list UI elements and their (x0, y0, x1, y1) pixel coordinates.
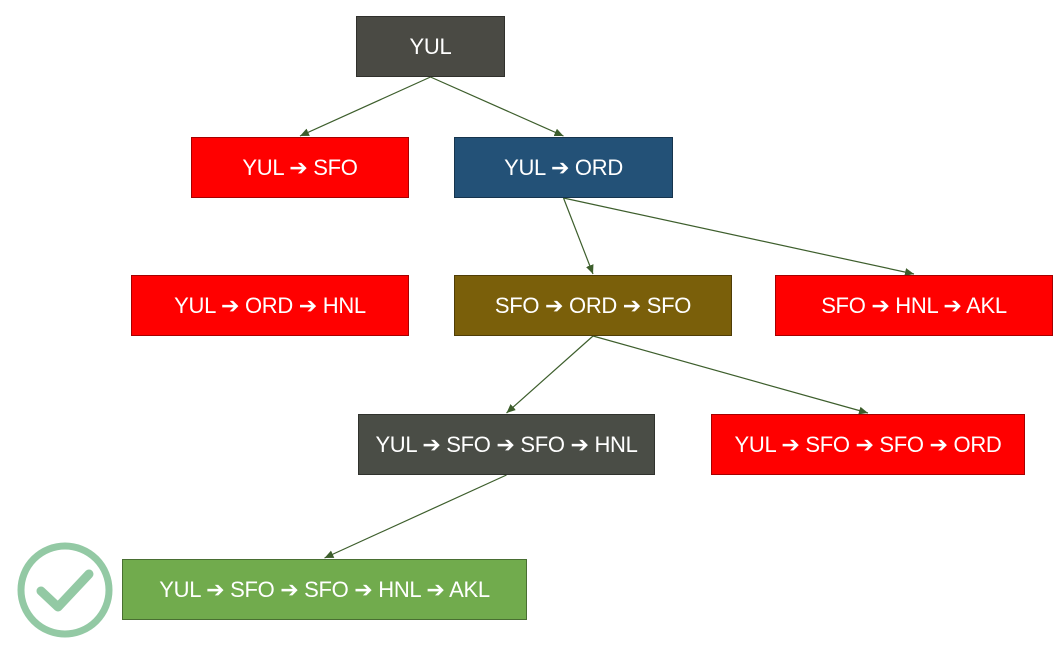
edge-n2-n5 (563, 197, 915, 277)
tree-node-yul-sfo-sfo-hnl: YUL ➔ SFO ➔ SFO ➔ HNL (358, 414, 655, 475)
edge-root-n1 (299, 76, 431, 137)
edge-n2-n4 (562, 197, 594, 275)
tree-node-sfo-hnl-akl: SFO ➔ HNL ➔ AKL (775, 275, 1053, 336)
edge-root-n2 (430, 76, 564, 137)
edge-n4-n6 (506, 335, 594, 414)
tree-node-goal: YUL ➔ SFO ➔ SFO ➔ HNL ➔ AKL (122, 559, 527, 620)
tree-node-sfo-ord-sfo: SFO ➔ ORD ➔ SFO (454, 275, 732, 336)
check-circle-icon (17, 542, 113, 638)
tree-node-yul-ord: YUL ➔ ORD (454, 137, 673, 198)
edge-n6-goal (324, 474, 507, 559)
tree-node-yul-sfo: YUL ➔ SFO (191, 137, 409, 198)
tree-node-yul-sfo-sfo-ord: YUL ➔ SFO ➔ SFO ➔ ORD (711, 414, 1025, 475)
tree-node-yul-ord-hnl: YUL ➔ ORD ➔ HNL (131, 275, 409, 336)
tree-node-root: YUL (356, 16, 505, 77)
edge-n4-n7 (592, 335, 869, 415)
